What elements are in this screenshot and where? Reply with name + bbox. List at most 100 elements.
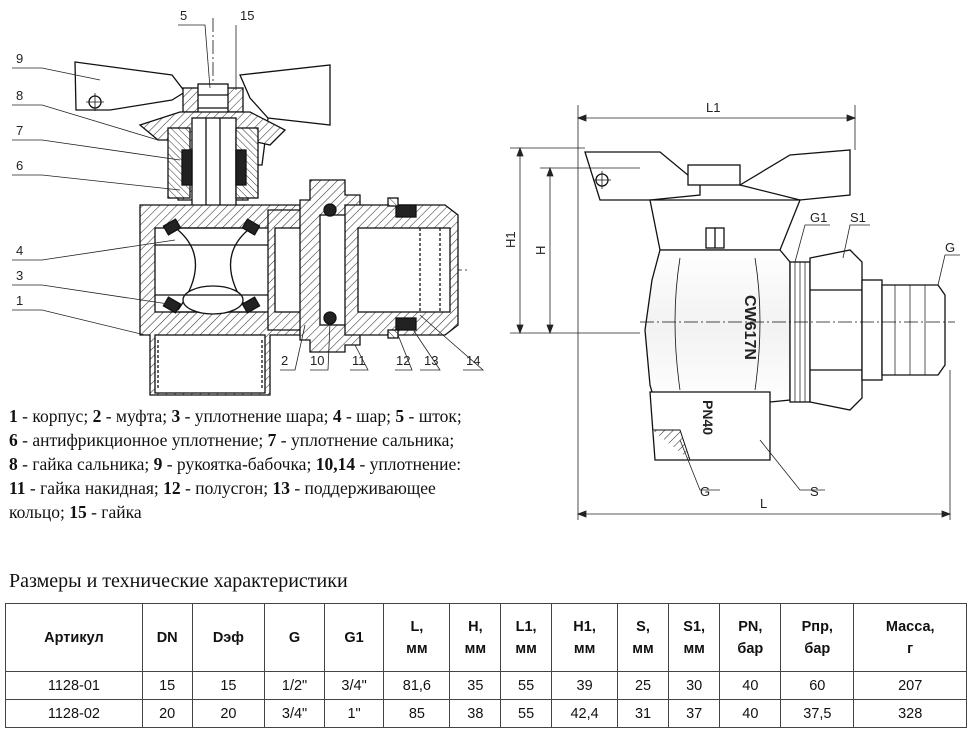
column-header-line: бар [737,640,764,657]
legend-line: 1 - корпус; 2 - муфта; 3 - уплотнение ша… [9,404,499,428]
pressure-mark: PN40 [700,400,716,435]
table-cell: 30 [667,671,721,700]
legend-part-number: 5 [395,406,405,426]
legend-text: - уплотнение: [355,454,462,474]
dim-h: H [533,246,548,255]
table-cell: 15 [191,671,266,700]
table-cell: 37 [667,699,721,728]
table-cell: 1128-02 [5,699,143,728]
legend-part-number: 9 [153,454,163,474]
legend-part-number: 3 [171,406,181,426]
column-header: Артикул [5,603,143,672]
table-cell: 207 [853,671,967,700]
callout-10: 10 [310,353,324,368]
callout-8: 8 [16,88,23,103]
section-title: Размеры и технические характеристики [9,570,348,592]
parts-legend: 1 - корпус; 2 - муфта; 3 - уплотнение ша… [9,404,499,524]
table-cell: 15 [141,671,193,700]
legend-text: - уплотнение шара; [180,406,333,426]
column-header-line: S, [636,618,650,635]
legend-line: 8 - гайка сальника; 9 - рукоятка-бабочка… [9,452,499,476]
legend-line: 6 - антифрикционное уплотнение; 7 - упло… [9,428,499,452]
column-header-line: мм [632,640,654,657]
table-cell: 40 [719,671,782,700]
dim-l: L [760,496,767,511]
callout-6: 6 [16,158,23,173]
legend-text: кольцо; [9,502,70,522]
legend-text: - гайка сальника; [17,454,154,474]
table-cell: 35 [449,671,502,700]
table-cell: 85 [383,699,451,728]
column-header-line: L, [410,618,424,635]
table-cell: 55 [500,671,553,700]
table-cell: 3/4" [323,671,385,700]
dim-h1: H1 [503,231,518,248]
callout-12: 12 [396,353,410,368]
legend-part-number: 6 [9,430,18,450]
callout-4: 4 [16,243,23,258]
callout-9: 9 [16,51,23,66]
table-cell: 37,5 [780,699,855,728]
legend-part-number: 8 [9,454,18,474]
column-header-line: PN, [738,618,763,635]
dimension-lines [510,105,960,520]
table-cell: 31 [617,699,669,728]
legend-text: - полусгон; [180,478,273,498]
column-header: L, мм [383,603,451,672]
column-header-line: мм [573,640,596,657]
dim-g-top: G [945,240,955,255]
table-cell: 39 [551,671,619,700]
column-header-line: Артикул [44,629,104,646]
legend-text: - гайка накидная; [25,478,164,498]
legend-text: - муфта; [101,406,172,426]
legend-text: - антифрикционное уплотнение; [17,430,268,450]
dim-s1: S1 [850,210,866,225]
column-header-line: S1, [683,618,706,635]
table-cell: 1/2" [264,671,325,700]
column-header-line: мм [464,640,487,657]
legend-text: - уплотнение сальника; [276,430,455,450]
column-header-line: мм [406,640,428,657]
legend-text: - шток; [404,406,462,426]
dim-g1: G1 [810,210,827,225]
callout-14: 14 [466,353,480,368]
legend-part-number: 2 [92,406,102,426]
column-header: G1 [323,603,385,672]
callout-15: 15 [240,8,254,23]
legend-text: - шар; [341,406,396,426]
legend-part-number: 15 [69,502,87,522]
legend-text: - гайка [86,502,142,522]
legend-line: 11 - гайка накидная; 12 - полусгон; 13 -… [9,476,499,500]
column-header-line: мм [515,640,537,657]
column-header-line: H, [468,618,483,635]
material-mark: CW617N [741,295,758,360]
dim-g-bottom: G [700,484,710,499]
column-header-line: G1 [344,629,364,646]
column-header-line: г [907,640,914,657]
callout-7: 7 [16,123,23,138]
table-cell: 42,4 [551,699,619,728]
column-header: H1, мм [551,603,619,672]
table-cell: 55 [500,699,553,728]
callout-5: 5 [180,8,187,23]
table-cell: 38 [449,699,502,728]
callout-13: 13 [424,353,438,368]
column-header-line: Dэф [212,629,244,646]
legend-part-number: 1 [9,406,18,426]
column-header-line: Масса, [885,618,935,635]
legend-part-number: 12 [163,478,181,498]
column-header: Масса, г [853,603,967,672]
callout-2: 2 [281,353,288,368]
callout-1: 1 [16,293,23,308]
table-cell: 1128-01 [5,671,143,700]
table-cell: 328 [853,699,967,728]
column-header-line: DN [156,629,178,646]
column-header: G [264,603,325,672]
column-header: S, мм [617,603,669,672]
column-header-line: L1, [515,618,537,635]
column-header: S1,мм [667,603,721,672]
legend-part-number: 10,14 [315,454,356,474]
column-header-line: H1, [573,618,596,635]
table-cell: 1" [323,699,385,728]
